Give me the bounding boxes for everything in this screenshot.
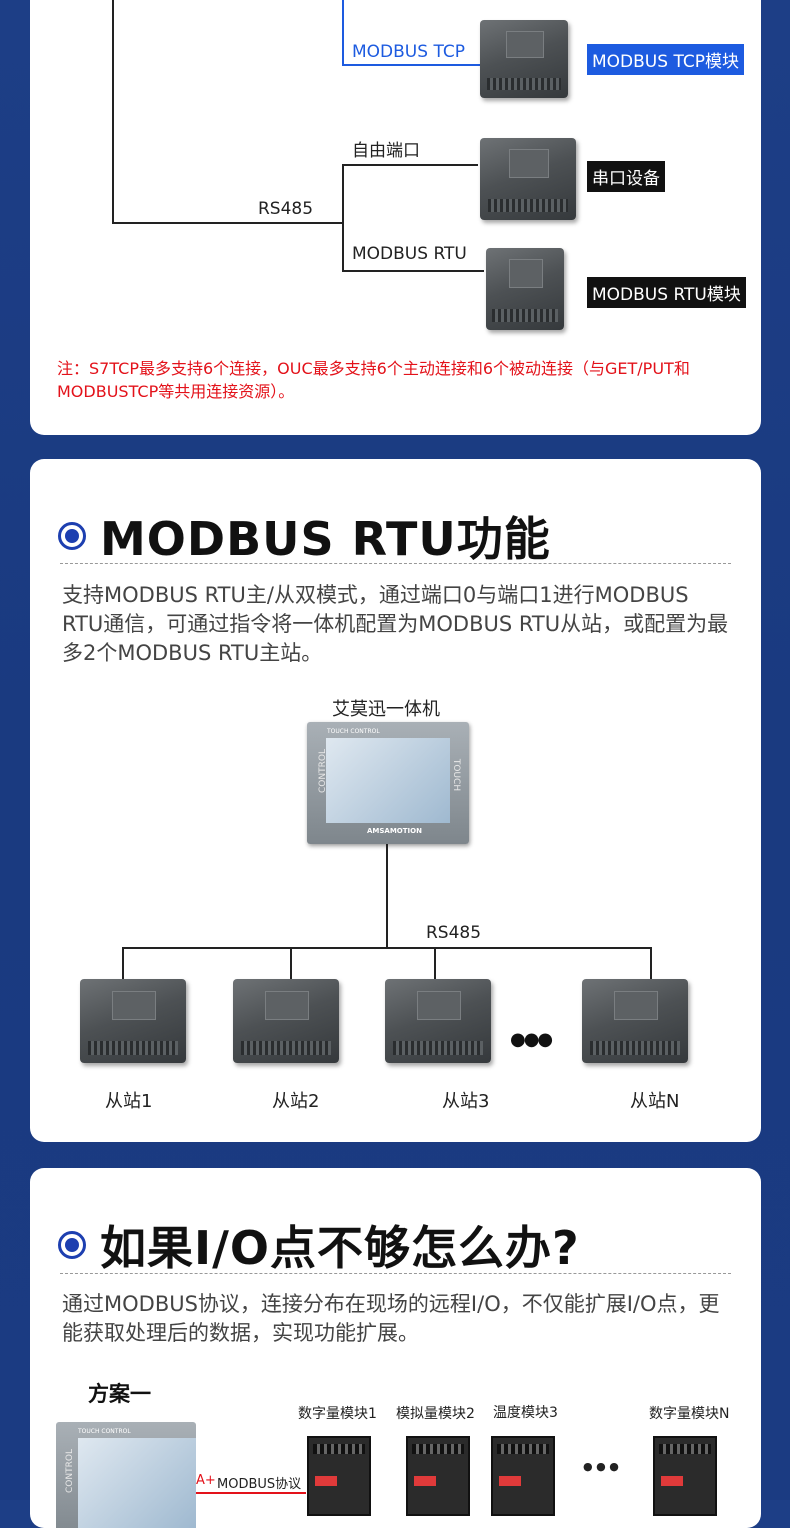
bus-prefix-label: A+ xyxy=(196,1473,216,1488)
slaven-label: 从站N xyxy=(630,1091,680,1112)
scheme-label: 方案一 xyxy=(88,1382,151,1406)
module2-device-image xyxy=(406,1436,470,1516)
modbus-tcp-horizontal xyxy=(342,64,482,66)
hmi-brand-text: AMSAMOTION xyxy=(367,827,422,835)
hmi-side-right-text: TOUCH xyxy=(451,758,462,792)
slave1-device-image xyxy=(80,979,186,1063)
module3-label: 温度模块3 xyxy=(493,1405,558,1421)
modbus-tcp-tag: MODBUS TCP模块 xyxy=(587,44,744,75)
hmi-header-text: TOUCH CONTROL xyxy=(327,728,380,735)
rs485-bus-line xyxy=(122,947,652,949)
slave3-label: 从站3 xyxy=(442,1091,490,1112)
rs485-label: RS485 xyxy=(258,199,314,219)
slaven-drop-line xyxy=(650,947,652,987)
title-divider xyxy=(60,1273,731,1274)
module1-device-image xyxy=(307,1436,371,1516)
ellipsis-icon: ●●● xyxy=(510,1029,553,1050)
slave2-device-image xyxy=(233,979,339,1063)
serial-device-image xyxy=(480,138,576,220)
bullet-icon xyxy=(58,522,86,550)
slave2-label: 从站2 xyxy=(272,1091,320,1112)
serial-device-tag: 串口设备 xyxy=(587,161,665,192)
hmi-screen xyxy=(326,738,450,823)
free-port-line xyxy=(342,164,478,166)
hmi-label: 艾莫迅一体机 xyxy=(332,699,440,720)
hmi-device-image: TOUCH CONTROL CONTROL TOUCH AMSAMOTION xyxy=(307,722,469,844)
module3-device-image xyxy=(491,1436,555,1516)
io-expansion-card: 如果I/O点不够怎么办? 通过MODBUS协议，连接分布在现场的远程I/O，不仅… xyxy=(30,1168,761,1528)
modbus-tcp-line-label: MODBUS TCP xyxy=(352,42,465,62)
slave1-label: 从站1 xyxy=(105,1091,153,1112)
modbus-rtu-card: MODBUS RTU功能 支持MODBUS RTU主/从双模式，通过端口0与端口… xyxy=(30,459,761,1142)
main-trunk-line xyxy=(112,0,114,224)
slave2-drop-line xyxy=(290,947,292,987)
modbus-tcp-line xyxy=(342,0,344,66)
connection-note: 注：S7TCP最多支持6个连接，OUC最多支持6个主动连接和6个被动连接（与GE… xyxy=(57,359,690,401)
modbus-rtu-line-label: MODBUS RTU xyxy=(352,244,467,264)
bus-red-line xyxy=(196,1492,306,1494)
rs485-branch-line xyxy=(342,164,344,272)
hmi-drop-line xyxy=(386,844,388,948)
network-card: RS485 自由端口 MODBUS RTU MODBUS TCP MODBUS … xyxy=(30,0,761,435)
rs485-bus-label: RS485 xyxy=(426,923,482,943)
modbus-rtu-tag: MODBUS RTU模块 xyxy=(587,277,746,308)
io-hmi-header-text: TOUCH CONTROL xyxy=(78,1428,131,1435)
slaven-device-image xyxy=(582,979,688,1063)
modulen-label: 数字量模块N xyxy=(649,1406,730,1422)
io-description: 通过MODBUS协议，连接分布在现场的远程I/O，不仅能扩展I/O点，更能获取处… xyxy=(62,1292,720,1345)
rtu-description: 支持MODBUS RTU主/从双模式，通过端口0与端口1进行MODBUS RTU… xyxy=(62,583,729,665)
rs485-horizontal-line xyxy=(112,222,344,224)
modbus-rtu-line xyxy=(342,270,484,272)
io-hmi-side-text: CONTROL xyxy=(64,1449,75,1493)
modulen-device-image xyxy=(653,1436,717,1516)
io-section-title: 如果I/O点不够怎么办? xyxy=(100,1221,580,1275)
io-section-heading: 如果I/O点不够怎么办? xyxy=(58,1212,580,1278)
module2-label: 模拟量模块2 xyxy=(396,1406,475,1422)
module-ellipsis-icon: ● ● ● xyxy=(583,1460,619,1473)
title-divider xyxy=(60,563,731,564)
modbus-tcp-device-image xyxy=(480,20,568,98)
bullet-icon xyxy=(58,1231,86,1259)
slave3-drop-line xyxy=(434,947,436,987)
io-hmi-device-image: TOUCH CONTROL CONTROL xyxy=(56,1422,196,1528)
modbus-rtu-device-image xyxy=(486,248,564,330)
module1-label: 数字量模块1 xyxy=(298,1406,377,1422)
free-port-label: 自由端口 xyxy=(352,141,420,161)
slave1-drop-line xyxy=(122,947,124,987)
rtu-section-heading: MODBUS RTU功能 xyxy=(58,503,551,569)
io-hmi-screen xyxy=(78,1438,196,1528)
bus-protocol-label: MODBUS协议 xyxy=(217,1477,302,1492)
rtu-section-title: MODBUS RTU功能 xyxy=(100,512,551,566)
slave3-device-image xyxy=(385,979,491,1063)
hmi-side-left-text: CONTROL xyxy=(317,749,328,793)
